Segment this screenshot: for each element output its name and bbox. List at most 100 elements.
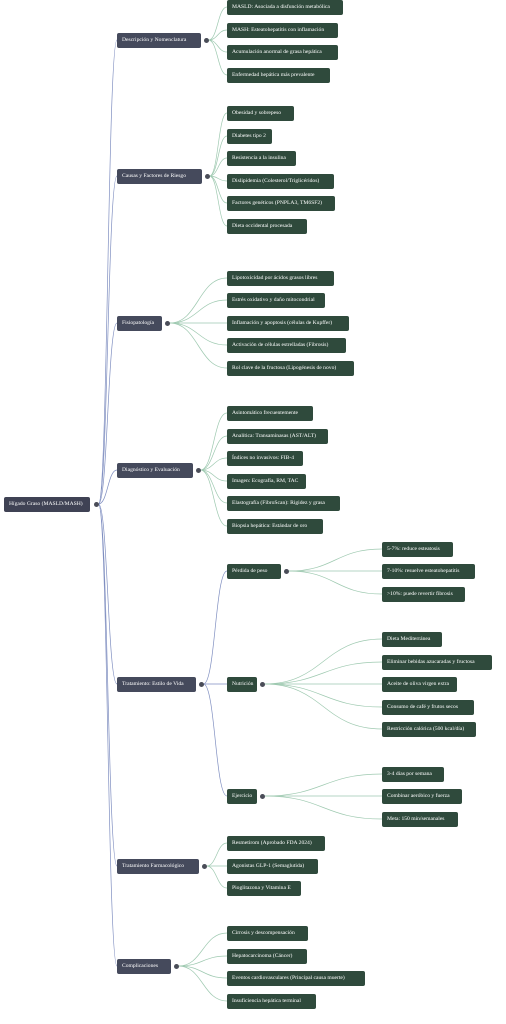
edge-subtopic-to-leaf [264,661,383,685]
subtopic-node[interactable]: Ejercicio [227,788,257,804]
category-node[interactable]: Descripción y Nomenclatura [117,32,201,48]
leaf-node[interactable]: Estrés oxidativo y daño mitocondrial [227,292,325,308]
category-node[interactable]: Tratamiento Farmacológico [117,858,199,874]
leaf-node[interactable]: Meta: 150 min/semanales [382,811,458,827]
edge-root-to-category [98,322,118,505]
edge-subtopic-to-leaf [288,548,383,572]
root-collapse-toggle[interactable] [93,501,99,507]
leaf-node[interactable]: Lipotoxicidad por ácidos grasos libres [227,270,334,286]
edge-root-to-category [98,503,118,867]
edge-category-to-leaf [208,39,228,76]
edge-category-to-leaf [200,412,228,471]
leaf-node[interactable]: Enfermedad hepática más prevalente [227,67,330,83]
leaf-node[interactable]: Resmetirom (Aprobado FDA 2024) [227,835,325,851]
edge-category-to-leaf [169,277,228,324]
leaf-node[interactable]: Dieta Mediterránea [382,631,442,647]
edge-root-to-category [98,503,118,685]
leaf-node[interactable]: MASLD: Asociada a disfunción metabólica [227,0,343,15]
leaf-node[interactable]: Resistencia a la insulina [227,150,296,166]
category-collapse-toggle[interactable] [173,963,179,969]
leaf-node[interactable]: Dislipidemia (Colesterol/Triglicéridos) [227,173,334,189]
category-node[interactable]: Tratamiento: Estilo de Vida [117,676,196,692]
edge-subtopic-to-leaf [288,570,383,595]
leaf-node[interactable]: Inflamación y apoptosis (células de Kupf… [227,315,349,331]
edge-category-to-leaf [209,175,228,204]
leaf-node[interactable]: 5-7%: reduce esteatosis [382,541,453,557]
leaf-node[interactable]: Combinar aeróbico y fuerza [382,788,462,804]
leaf-node[interactable]: Asintomático frecuentemente [227,405,313,421]
category-collapse-toggle[interactable] [164,320,170,326]
leaf-node[interactable]: Eventos cardiovasculares (Principal caus… [227,970,365,986]
subtopic-collapse-toggle[interactable] [259,793,265,799]
edge-category-to-leaf [208,39,228,53]
leaf-node[interactable]: Restricción calórica (500 kcal/día) [382,721,476,737]
subtopic-node[interactable]: Pérdida de peso [227,563,281,579]
leaf-node[interactable]: 3-4 días por semana [382,766,444,782]
leaf-node[interactable]: Aceite de oliva virgen extra [382,676,457,692]
leaf-node[interactable]: Acumulación anormal de grasa hepática [227,44,338,60]
category-node[interactable]: Complicaciones [117,958,171,974]
edge-category-to-subtopic [203,683,228,797]
edge-subtopic-to-leaf [264,683,383,730]
edge-category-to-leaf [209,135,228,177]
edge-category-to-leaf [206,842,228,867]
root-node[interactable]: Hígado Graso (MASLD/MASH) [4,496,90,512]
subtopic-node[interactable]: Nutrición [227,676,257,692]
leaf-node[interactable]: MASH: Esteatohepatitis con inflamación [227,22,338,38]
edge-category-to-leaf [169,322,228,346]
edge-root-to-category [98,469,118,505]
leaf-node[interactable]: >10%: puede revertir fibrosis [382,586,465,602]
edge-subtopic-to-leaf [264,683,383,708]
leaf-node[interactable]: Insuficiencia hepática terminal [227,993,316,1009]
leaf-node[interactable]: Factores genéticos (PNPLA3, TM6SF2) [227,195,335,211]
edge-root-to-category [98,175,118,505]
leaf-node[interactable]: Diabetes tipo 2 [227,128,272,144]
edge-category-to-leaf [200,469,228,527]
edge-category-to-leaf [178,955,228,967]
leaf-node[interactable]: Agonistas GLP-1 (Semaglutida) [227,858,318,874]
leaf-node[interactable]: Biopsia hepática: Estándar de oro [227,518,323,534]
leaf-node[interactable]: Cirrosis y descompensación [227,925,308,941]
leaf-node[interactable]: Rol clave de la fructosa (Lipogénesis de… [227,360,354,376]
edge-category-to-leaf [178,965,228,1002]
category-collapse-toggle[interactable] [203,37,209,43]
leaf-node[interactable]: Consumo de café y frutos secos [382,699,474,715]
category-node[interactable]: Diagnóstico y Evaluación [117,462,193,478]
edge-category-to-leaf [200,457,228,471]
leaf-node[interactable]: Pioglitazona y Vitamina E [227,880,301,896]
edge-category-to-subtopic [203,570,228,685]
leaf-node[interactable]: Eliminar bebidas azucaradas y fructosa [382,654,492,670]
leaf-node[interactable]: Analítica: Transaminasas (AST/ALT) [227,428,328,444]
leaf-node[interactable]: 7-10%: resuelve esteatohepatitis [382,563,475,579]
category-collapse-toggle[interactable] [198,681,204,687]
edge-category-to-leaf [208,6,228,41]
category-node[interactable]: Fisiopatología [117,315,162,331]
edge-category-to-leaf [178,932,228,967]
edge-category-to-leaf [169,322,228,369]
edge-subtopic-to-leaf [264,773,383,797]
leaf-node[interactable]: Dieta occidental procesada [227,218,307,234]
edge-category-to-leaf [209,157,228,177]
edge-subtopic-to-leaf [264,795,383,820]
category-node[interactable]: Causas y Factores de Riesgo [117,168,202,184]
subtopic-collapse-toggle[interactable] [259,681,265,687]
edge-category-to-leaf [178,965,228,979]
edge-category-to-leaf [206,865,228,889]
leaf-node[interactable]: Obesidad y sobrepeso [227,105,294,121]
leaf-node[interactable]: Hepatocarcinoma (Cáncer) [227,948,307,964]
edge-root-to-category [98,39,118,505]
leaf-node[interactable]: Elastografía (FibroScan): Rigidez y gras… [227,495,340,511]
subtopic-collapse-toggle[interactable] [283,568,289,574]
edge-category-to-leaf [209,112,228,177]
category-collapse-toggle[interactable] [204,173,210,179]
leaf-node[interactable]: Imagen: Ecografía, RM, TAC [227,473,306,489]
edge-root-to-category [98,503,118,967]
leaf-node[interactable]: Activación de células estrelladas (Fibro… [227,337,346,353]
edge-subtopic-to-leaf [264,638,383,685]
category-collapse-toggle[interactable] [195,467,201,473]
edge-category-to-leaf [200,435,228,471]
edge-category-to-leaf [209,175,228,227]
category-collapse-toggle[interactable] [201,863,207,869]
leaf-node[interactable]: Índices no invasivos: FIB-4 [227,450,303,466]
